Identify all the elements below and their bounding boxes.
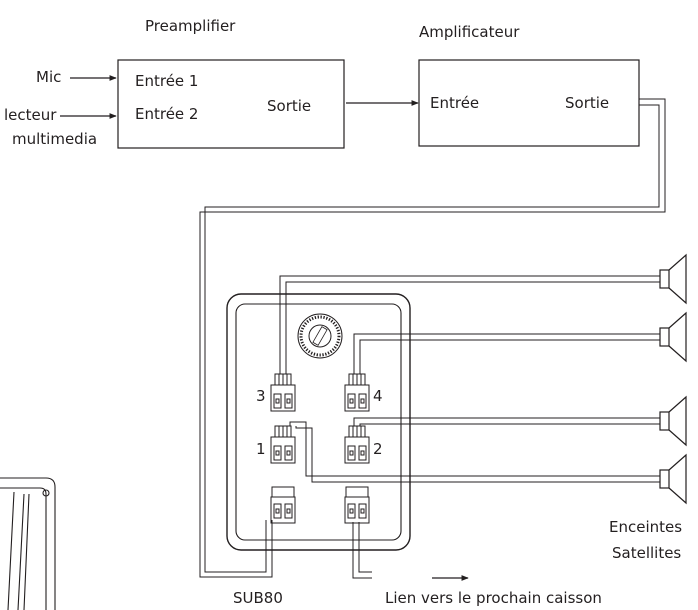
speaker-icon-1 bbox=[659, 253, 687, 305]
terminal-4 bbox=[344, 373, 370, 412]
terminal-3 bbox=[270, 373, 296, 412]
speaker-cable-2 bbox=[353, 417, 660, 426]
mic-label: Mic bbox=[36, 68, 61, 86]
speaker-cable-1 bbox=[289, 421, 660, 483]
amp-input-label: Entrée bbox=[430, 94, 479, 112]
sub-model-label: SUB80 bbox=[233, 589, 283, 607]
port-label-2: 2 bbox=[373, 440, 383, 458]
speakers-label-line2: Satellites bbox=[612, 544, 681, 562]
terminal-sub-in bbox=[270, 486, 296, 524]
link-cable bbox=[352, 522, 372, 579]
amp-title: Amplificateur bbox=[419, 23, 520, 41]
port-label-1: 1 bbox=[256, 440, 266, 458]
partial-device-illustration bbox=[0, 477, 56, 610]
sub-panel-outer bbox=[226, 293, 411, 551]
preamp-input1-label: Entrée 1 bbox=[135, 72, 198, 90]
terminal-1 bbox=[270, 425, 296, 464]
speakers-label-line1: Enceintes bbox=[609, 518, 682, 536]
amp-output-label: Sortie bbox=[565, 94, 609, 112]
preamp-title: Preamplifier bbox=[145, 17, 236, 35]
preamp-output-label: Sortie bbox=[267, 97, 311, 115]
media-player-label-line1: lecteur bbox=[4, 106, 57, 124]
sub-panel-inner bbox=[235, 303, 402, 541]
port-label-3: 3 bbox=[256, 387, 266, 405]
link-label: Lien vers le prochain caisson bbox=[385, 589, 602, 607]
speaker-icon-4 bbox=[659, 453, 687, 505]
terminal-link-out bbox=[344, 486, 370, 524]
speaker-cable-4 bbox=[353, 333, 660, 374]
port-label-4: 4 bbox=[373, 387, 383, 405]
dial-knob bbox=[297, 313, 343, 359]
preamp-input2-label: Entrée 2 bbox=[135, 105, 198, 123]
preamp-box bbox=[117, 59, 345, 149]
speaker-icon-3 bbox=[659, 395, 687, 447]
speaker-icon-2 bbox=[659, 311, 687, 363]
amp-to-sub-cable bbox=[199, 98, 666, 578]
amp-box bbox=[418, 59, 640, 147]
speaker-cable-3 bbox=[279, 275, 660, 374]
terminal-2 bbox=[344, 425, 370, 464]
media-player-label-line2: multimedia bbox=[12, 130, 97, 148]
